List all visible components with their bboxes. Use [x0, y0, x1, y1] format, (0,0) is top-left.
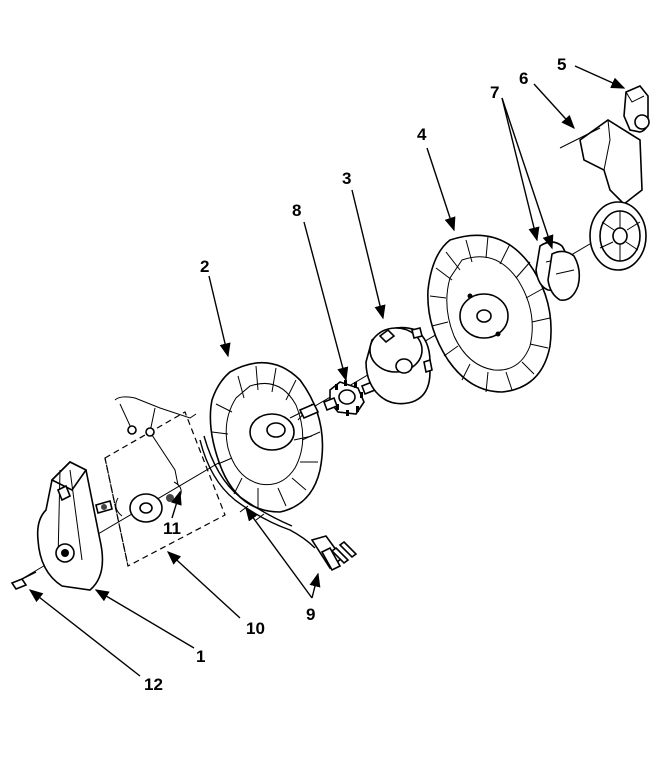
callout-labels: 1 2 3 4 5 6 7 8 9 10 11 12 [144, 55, 566, 694]
callout-12: 12 [144, 675, 163, 694]
part-3-spring-hub [365, 326, 433, 405]
part-8-rotor-brush [322, 380, 377, 416]
callout-11: 11 [163, 519, 181, 538]
callout-2: 2 [200, 257, 209, 276]
callout-3: 3 [342, 169, 351, 188]
part-12-screw [10, 571, 37, 590]
leader-lines [28, 65, 626, 677]
part-10-contact-assembly [95, 396, 226, 567]
callout-10: 10 [246, 619, 265, 638]
callout-9: 9 [306, 605, 315, 624]
callout-6: 6 [519, 69, 528, 88]
part-1-housing-plate [36, 461, 104, 591]
part-9-power-cord [199, 435, 358, 572]
part-7-retaining-clips [535, 241, 581, 302]
callout-5: 5 [557, 55, 566, 74]
part-5-top-clip [623, 85, 650, 133]
part-6-bracket-wheel [559, 119, 647, 271]
callout-7: 7 [490, 83, 499, 102]
part-2-reel-front-disc [209, 361, 324, 513]
callout-4: 4 [417, 125, 427, 144]
callout-1: 1 [196, 647, 205, 666]
callout-8: 8 [292, 201, 301, 220]
part-4-reel-rear-disc [427, 234, 552, 393]
